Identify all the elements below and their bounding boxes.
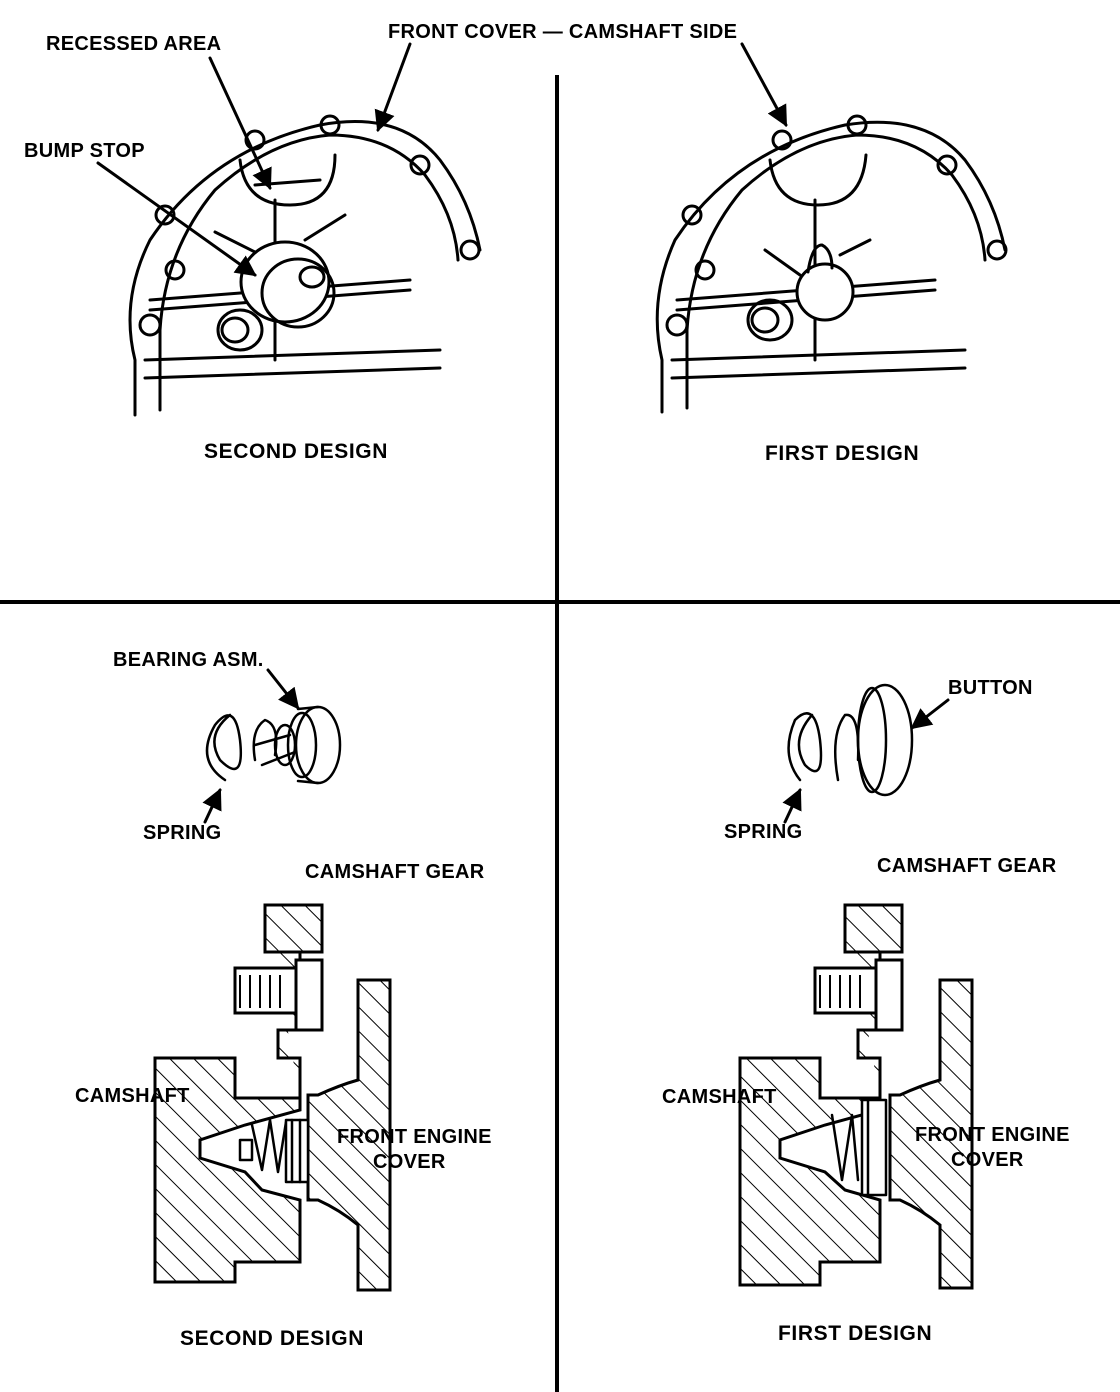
bump-stop-label: BUMP STOP xyxy=(24,140,145,162)
top-right-caption: FIRST DESIGN xyxy=(765,442,919,465)
front-cover-camshaft-side-label: FRONT COVER — CAMSHAFT SIDE xyxy=(388,21,737,43)
front-engine-cover-label-right-line1: FRONT ENGINE xyxy=(915,1124,1070,1146)
button-and-spring-first-design xyxy=(787,683,914,797)
top-left-callouts xyxy=(96,56,272,277)
camshaft-gear-label-right: CAMSHAFT GEAR xyxy=(877,855,1057,877)
camshaft-label-right: CAMSHAFT xyxy=(662,1086,777,1108)
recessed-area-label: RECESSED AREA xyxy=(46,33,221,55)
spring-label-right: SPRING xyxy=(724,821,802,843)
spring-label-left: SPRING xyxy=(143,822,221,844)
bottom-left-callouts xyxy=(202,668,300,824)
bearing-asm-label: BEARING ASM. xyxy=(113,649,264,671)
button-label: BUTTON xyxy=(948,677,1033,699)
bearing-assembly-and-spring-second-design xyxy=(205,705,342,785)
cross-section-second-design xyxy=(153,903,392,1292)
camshaft-label-left: CAMSHAFT xyxy=(75,1085,190,1107)
front-cover-left-arrow xyxy=(374,42,412,132)
bottom-right-callouts xyxy=(782,698,950,824)
front-cover-first-design-drawing xyxy=(655,114,1008,414)
front-engine-cover-label-left-line2: COVER xyxy=(373,1151,446,1173)
bottom-left-caption: SECOND DESIGN xyxy=(180,1327,364,1350)
divider-lines xyxy=(0,75,1120,1392)
bottom-right-caption: FIRST DESIGN xyxy=(778,1322,932,1345)
front-cover-second-design-drawing xyxy=(128,114,482,417)
cross-section-first-design xyxy=(738,903,974,1290)
top-left-caption: SECOND DESIGN xyxy=(204,440,388,463)
camshaft-gear-label-left: CAMSHAFT GEAR xyxy=(305,861,485,883)
front-engine-cover-label-left-line1: FRONT ENGINE xyxy=(337,1126,492,1148)
front-engine-cover-label-right-line2: COVER xyxy=(951,1149,1024,1171)
front-cover-right-arrow xyxy=(740,42,788,127)
